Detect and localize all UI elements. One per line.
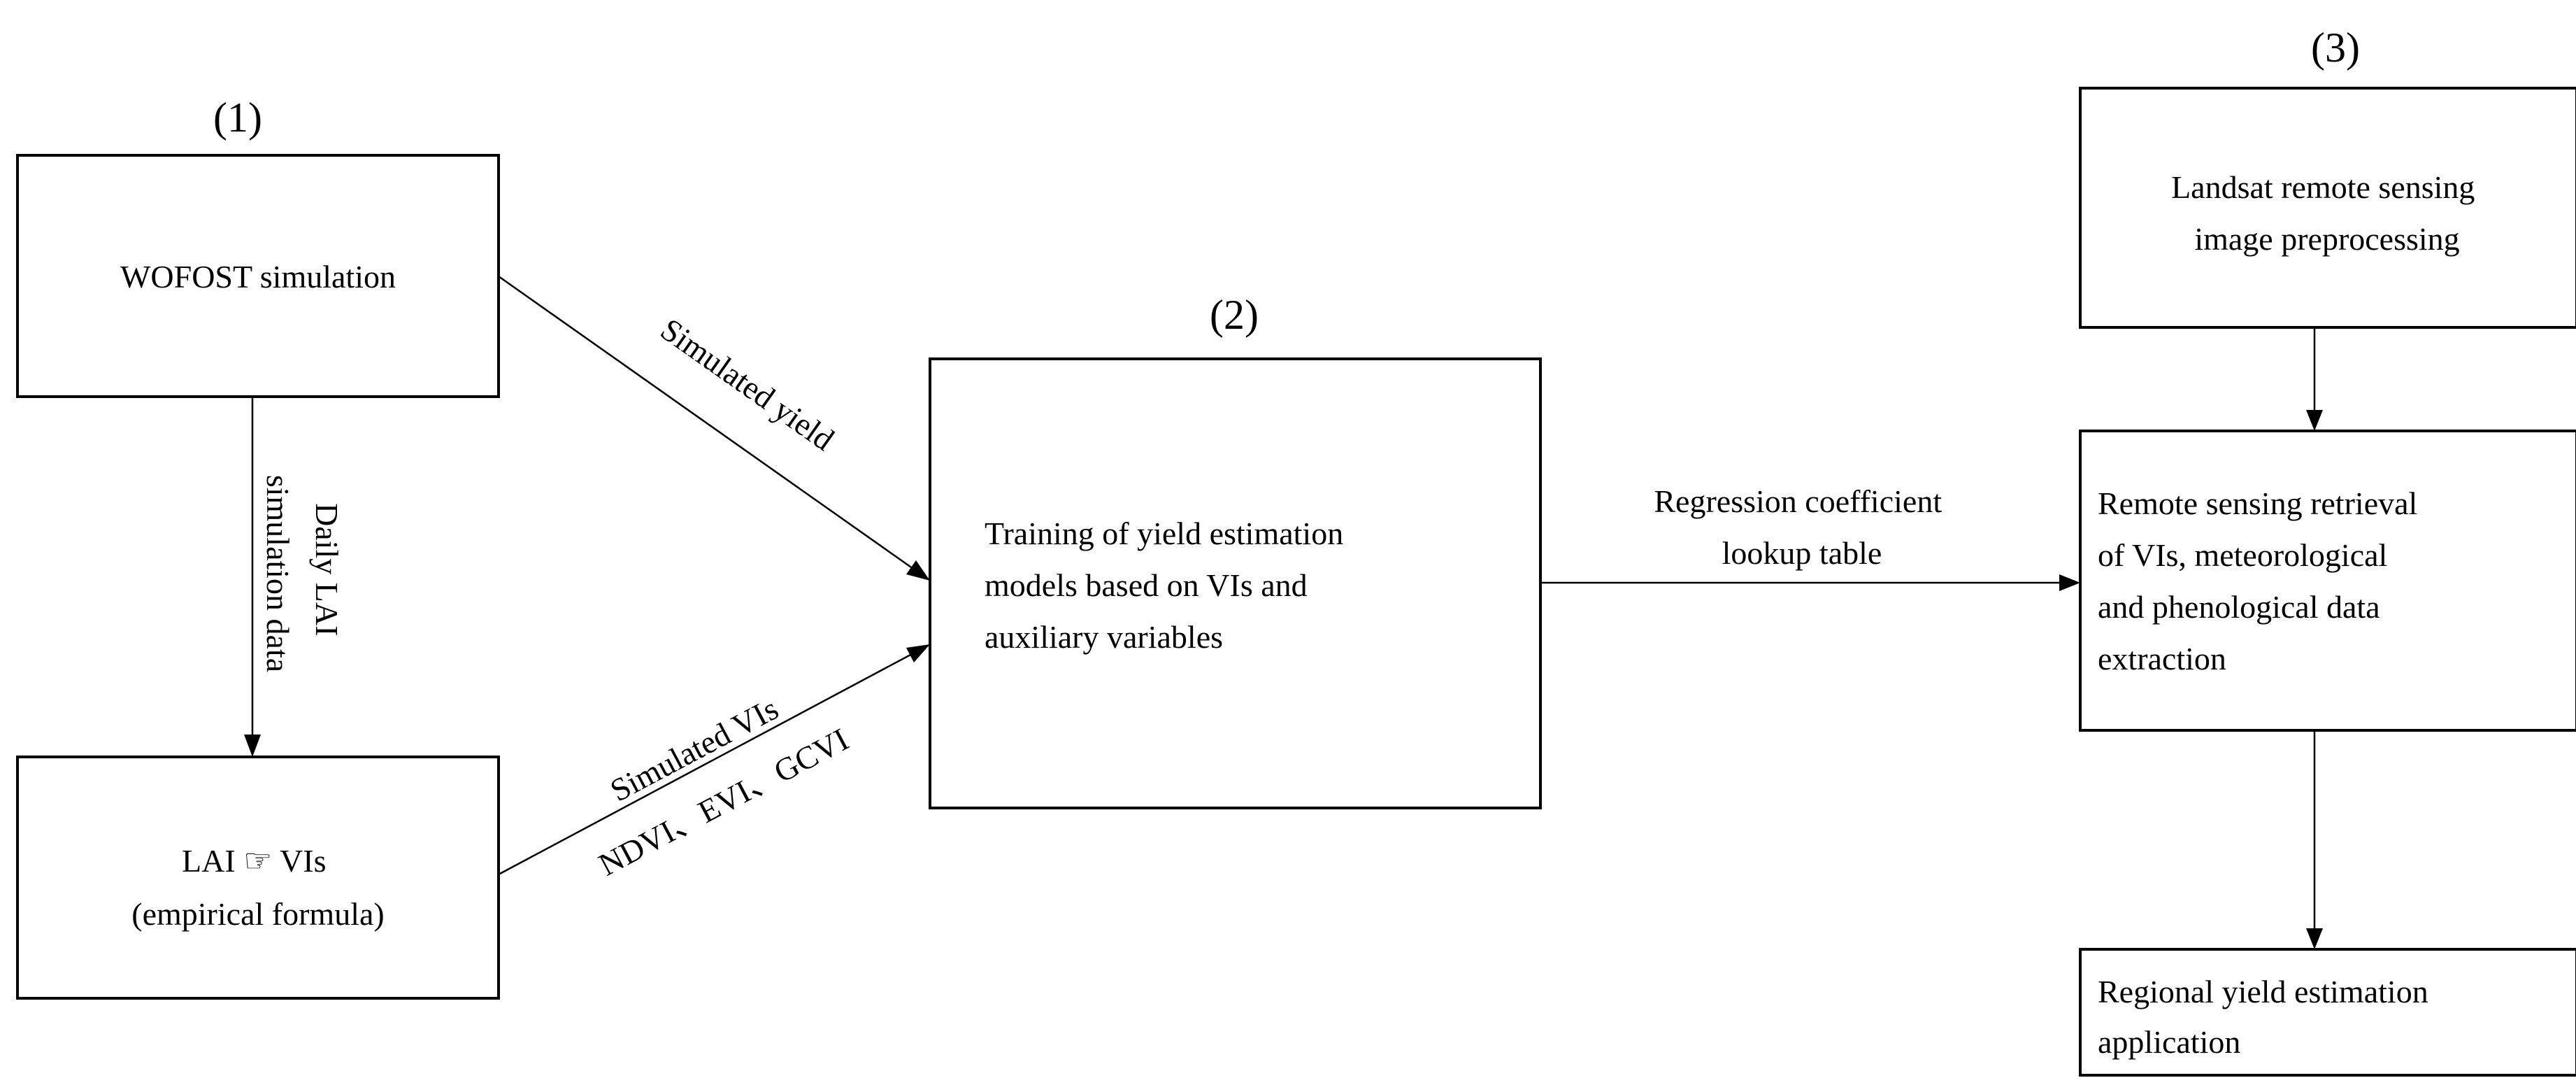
section-number-1: (1) bbox=[213, 94, 262, 141]
landsat-label-line-2: image preprocessing bbox=[2194, 221, 2459, 257]
edge-label-daily-lai-line-2: simulation data bbox=[260, 475, 296, 672]
retrieval-label: Remote sensing retrieval of VIs, meteoro… bbox=[2098, 485, 2426, 676]
regional-label: Regional yield estimation application bbox=[2098, 974, 2436, 1060]
edge-label-regression: Regression coefficient lookup table bbox=[1654, 483, 1949, 571]
edge-label-regression-line-2: lookup table bbox=[1722, 535, 1882, 571]
edge-label-daily-lai: Daily LAI simulation data bbox=[260, 475, 345, 672]
retrieval-label-line-1: Remote sensing retrieval bbox=[2098, 485, 2417, 521]
wofost-simulation-label: WOFOST simulation bbox=[120, 259, 396, 295]
retrieval-label-line-3: and phenological data bbox=[2098, 589, 2380, 625]
edge-landsat-to-retrieval-arrowhead bbox=[2306, 410, 2323, 431]
edge-lai-to-training bbox=[498, 653, 913, 876]
edge-training-to-retrieval-arrowhead bbox=[2059, 574, 2080, 591]
retrieval-box bbox=[2079, 430, 2576, 732]
regional-box bbox=[2079, 948, 2576, 1077]
lai-vis-box bbox=[16, 756, 500, 1000]
edge-wofost-to-training bbox=[498, 275, 914, 570]
section-number-2: (2) bbox=[1210, 292, 1259, 338]
training-label: Training of yield estimation models base… bbox=[985, 516, 1352, 655]
edge-lai-to-training-arrowhead bbox=[906, 644, 930, 662]
lai-vis-label: LAI ☞ VIs (empirical formula) bbox=[131, 843, 384, 932]
landsat-box bbox=[2079, 87, 2576, 329]
edge-wofost-to-training-arrowhead bbox=[906, 560, 930, 581]
edge-label-simulated-yield: Simulated yield bbox=[654, 311, 840, 458]
wofost-simulation-label-line: WOFOST simulation bbox=[120, 259, 396, 295]
section-number-3: (3) bbox=[2311, 24, 2360, 71]
edge-label-daily-lai-line-1: Daily LAI bbox=[309, 503, 345, 636]
training-label-line-2: models based on VIs and bbox=[985, 567, 1308, 603]
edge-retrieval-to-regional-arrowhead bbox=[2306, 928, 2323, 949]
landsat-label-line-1: Landsat remote sensing bbox=[2171, 169, 2475, 205]
landsat-label: Landsat remote sensing image preprocessi… bbox=[2171, 169, 2483, 257]
regional-label-line-1: Regional yield estimation bbox=[2098, 974, 2428, 1009]
wofost-simulation-box bbox=[16, 154, 500, 398]
training-box bbox=[929, 357, 1542, 809]
regional-label-line-2: application bbox=[2098, 1024, 2240, 1060]
training-label-line-3: auxiliary variables bbox=[985, 619, 1223, 655]
edge-wofost-to-lai-arrowhead bbox=[244, 735, 261, 757]
retrieval-label-line-4: extraction bbox=[2098, 641, 2226, 676]
training-label-line-1: Training of yield estimation bbox=[985, 516, 1343, 551]
lai-vis-label-line-1: LAI ☞ VIs bbox=[182, 843, 326, 879]
retrieval-label-line-2: of VIs, meteorological bbox=[2098, 537, 2387, 573]
edge-label-regression-line-1: Regression coefficient bbox=[1654, 483, 1942, 519]
lai-vis-label-line-2: (empirical formula) bbox=[131, 896, 384, 932]
